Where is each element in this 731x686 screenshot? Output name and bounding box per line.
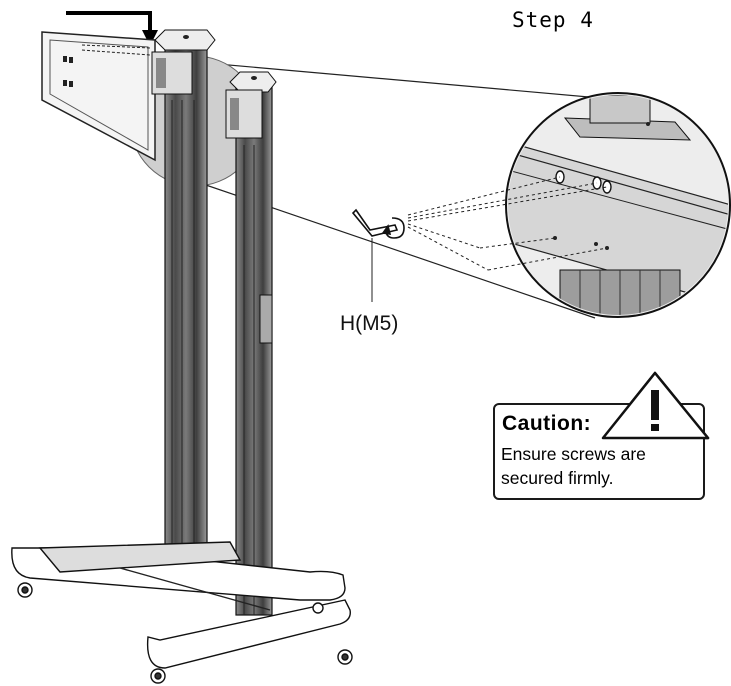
caution-text-line1: Ensure screws are bbox=[501, 444, 646, 464]
zoom-detail-circle bbox=[505, 92, 731, 318]
left-column bbox=[151, 29, 216, 566]
allen-key-icon bbox=[351, 208, 399, 237]
caution-text-line2: secured firmly. bbox=[501, 468, 614, 488]
screw-guide-lines bbox=[407, 176, 608, 271]
stand-base bbox=[11, 541, 351, 669]
right-column bbox=[225, 71, 277, 616]
step-title: Step 4 bbox=[512, 8, 594, 32]
mounting-bracket bbox=[41, 31, 156, 162]
arrow-down-icon bbox=[66, 11, 158, 46]
caster-wheels bbox=[17, 582, 353, 684]
rotation-arrow-icon bbox=[381, 217, 405, 239]
caution-title: Caution: bbox=[502, 412, 592, 435]
allen-key-part-label: H(M5) bbox=[340, 312, 399, 335]
